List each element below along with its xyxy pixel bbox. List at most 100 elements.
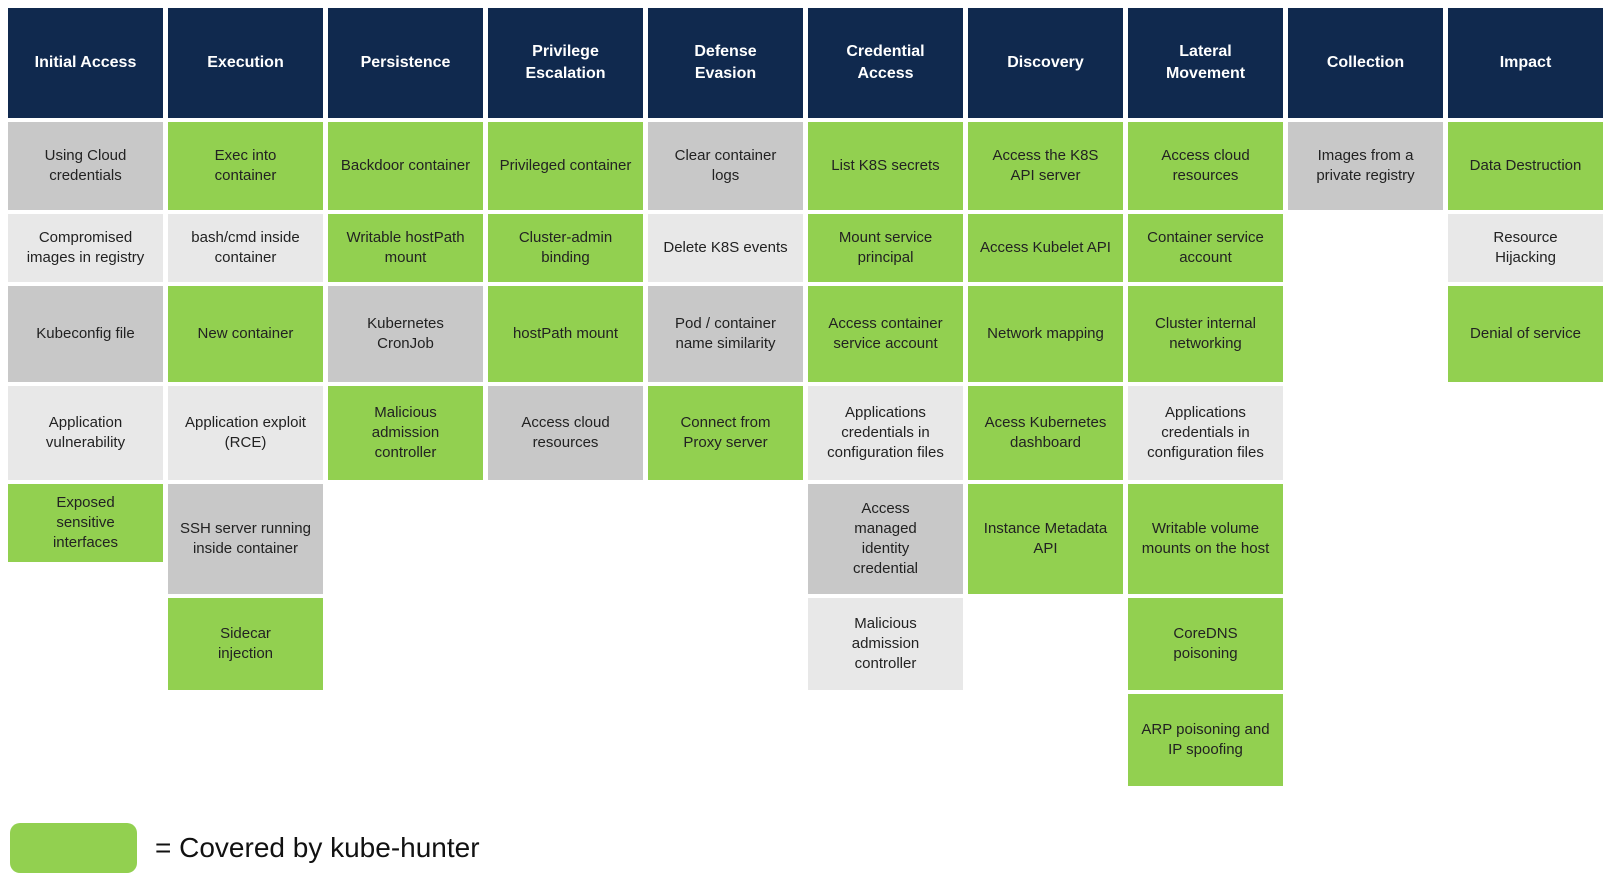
technique-label: Access cloud resources	[521, 414, 610, 451]
technique-label: Applications credentials in configuratio…	[827, 404, 944, 461]
column-header-credential-access: Credential Access	[808, 8, 963, 118]
technique-cell: Writable hostPath mount	[328, 214, 483, 282]
technique-cell: Application vulnerability	[8, 386, 163, 480]
column-header-label: Collection	[1326, 54, 1405, 72]
technique-label: Access cloud resources	[1161, 147, 1250, 184]
technique-cell: Cluster internal networking	[1128, 286, 1283, 382]
column-header-label: Persistence	[360, 54, 451, 72]
technique-cell: New container	[168, 286, 323, 382]
column-header-discovery: Discovery	[968, 8, 1123, 118]
technique-label: Application exploit (RCE)	[185, 414, 306, 451]
technique-cell: Access container service account	[808, 286, 963, 382]
technique-cell: Access the K8S API server	[968, 122, 1123, 210]
technique-cell: Exposed sensitive interfaces	[8, 484, 163, 562]
column-header-impact: Impact	[1448, 8, 1603, 118]
technique-label: Kubeconfig file	[36, 325, 135, 343]
column-header-label: Execution	[207, 54, 284, 72]
technique-label: Applications credentials in configuratio…	[1147, 404, 1264, 461]
column-header-defense-evasion: Defense Evasion	[648, 8, 803, 118]
technique-cell: Denial of service	[1448, 286, 1603, 382]
technique-label: Backdoor container	[340, 157, 471, 175]
legend-covered-swatch	[10, 823, 137, 873]
technique-cell: Applications credentials in configuratio…	[808, 386, 963, 480]
technique-cell: Malicious admission controller	[328, 386, 483, 480]
technique-label: CoreDNS poisoning	[1173, 625, 1238, 662]
technique-cell: Using Cloud credentials	[8, 122, 163, 210]
technique-label: Mount service principal	[838, 229, 933, 266]
technique-label: Images from a private registry	[1316, 147, 1415, 184]
technique-cell: List K8S secrets	[808, 122, 963, 210]
technique-cell: Access cloud resources	[488, 386, 643, 480]
column-header-label: Discovery	[1007, 54, 1084, 72]
legend: = Covered by kube-hunter	[10, 823, 1622, 873]
technique-cell: Malicious admission controller	[808, 598, 963, 690]
column-header-label: Lateral Movement	[1165, 43, 1246, 82]
technique-cell: Access cloud resources	[1128, 122, 1283, 210]
technique-cell: Cluster-admin binding	[488, 214, 643, 282]
column-header-collection: Collection	[1288, 8, 1443, 118]
technique-label: Access managed identity credential	[852, 500, 919, 577]
column-header-privilege-escalation: Privilege Escalation	[488, 8, 643, 118]
legend-label: = Covered by kube-hunter	[155, 832, 480, 863]
technique-label: Privileged container	[499, 157, 632, 175]
technique-cell: Backdoor container	[328, 122, 483, 210]
column-header-persistence: Persistence	[328, 8, 483, 118]
technique-cell: Resource Hijacking	[1448, 214, 1603, 282]
technique-cell: Clear container logs	[648, 122, 803, 210]
technique-label: Resource Hijacking	[1493, 229, 1558, 266]
technique-label: Exec into container	[214, 147, 277, 184]
technique-label: hostPath mount	[512, 325, 619, 343]
technique-label: List K8S secrets	[831, 157, 940, 175]
technique-label: Application vulnerability	[45, 414, 126, 451]
technique-label: Access the K8S API server	[992, 147, 1099, 184]
technique-label: Malicious admission controller	[371, 404, 440, 461]
technique-label: Access Kubelet API	[980, 239, 1111, 257]
technique-label: Access container service account	[828, 315, 943, 352]
technique-label: Acess Kubernetes dashboard	[984, 414, 1107, 451]
technique-label: Exposed sensitive interfaces	[52, 494, 119, 551]
column-header-label: Initial Access	[34, 54, 137, 72]
technique-cell: SSH server running inside container	[168, 484, 323, 594]
technique-cell: hostPath mount	[488, 286, 643, 382]
column-header-initial-access: Initial Access	[8, 8, 163, 118]
technique-cell: Images from a private registry	[1288, 122, 1443, 210]
technique-label: Writable hostPath mount	[346, 229, 465, 266]
technique-cell: Delete K8S events	[648, 214, 803, 282]
technique-cell: Pod / container name similarity	[648, 286, 803, 382]
technique-cell: Kubernetes CronJob	[328, 286, 483, 382]
technique-cell: Compromised images in registry	[8, 214, 163, 282]
technique-label: Instance Metadata API	[983, 520, 1108, 557]
technique-cell: Mount service principal	[808, 214, 963, 282]
column-header-execution: Execution	[168, 8, 323, 118]
technique-cell: Network mapping	[968, 286, 1123, 382]
technique-label: bash/cmd inside container	[191, 229, 300, 266]
technique-label: Cluster-admin binding	[518, 229, 613, 266]
technique-cell: Applications credentials in configuratio…	[1128, 386, 1283, 480]
technique-cell: Exec into container	[168, 122, 323, 210]
technique-label: Connect from Proxy server	[680, 414, 771, 451]
technique-cell: Writable volume mounts on the host	[1128, 484, 1283, 594]
technique-label: Malicious admission controller	[851, 615, 920, 672]
technique-cell: ARP poisoning and IP spoofing	[1128, 694, 1283, 786]
technique-label: Sidecar injection	[217, 625, 274, 662]
technique-label: ARP poisoning and IP spoofing	[1141, 721, 1270, 758]
technique-label: Writable volume mounts on the host	[1141, 520, 1270, 557]
technique-cell: Application exploit (RCE)	[168, 386, 323, 480]
technique-cell: bash/cmd inside container	[168, 214, 323, 282]
technique-cell: Data Destruction	[1448, 122, 1603, 210]
technique-cell: Container service account	[1128, 214, 1283, 282]
technique-label: Pod / container name similarity	[675, 315, 776, 352]
technique-cell: Instance Metadata API	[968, 484, 1123, 594]
technique-label: Clear container logs	[674, 147, 777, 184]
technique-label: Kubernetes CronJob	[367, 315, 444, 352]
technique-label: Network mapping	[987, 325, 1104, 343]
technique-label: Cluster internal networking	[1155, 315, 1256, 352]
technique-cell: CoreDNS poisoning	[1128, 598, 1283, 690]
technique-label: Using Cloud credentials	[44, 147, 127, 184]
technique-label: Data Destruction	[1469, 157, 1582, 175]
technique-cell: Sidecar injection	[168, 598, 323, 690]
column-header-label: Credential Access	[846, 43, 925, 82]
technique-cell: Kubeconfig file	[8, 286, 163, 382]
technique-cell: Access managed identity credential	[808, 484, 963, 594]
